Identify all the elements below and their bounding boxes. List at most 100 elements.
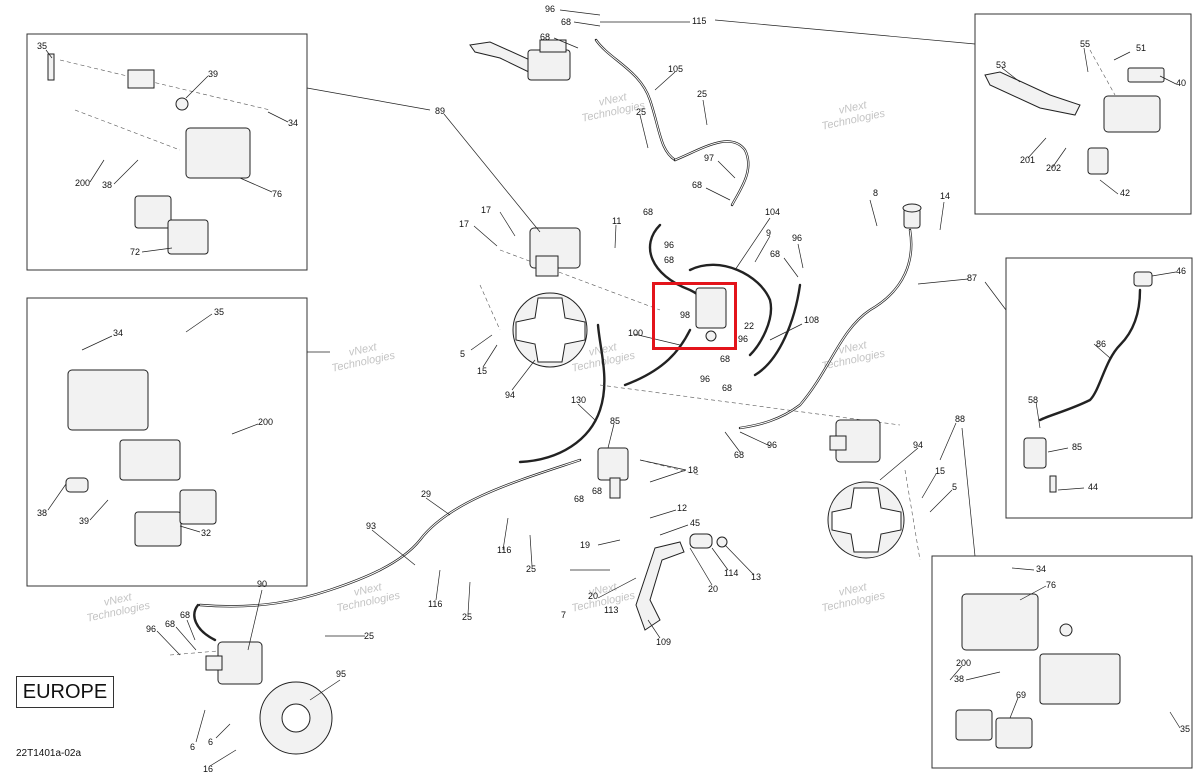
callout-c96b: 96: [664, 240, 674, 250]
callout-i4_86: 86: [1096, 339, 1106, 349]
watermark-text: vNext: [348, 341, 379, 359]
callout-c105: 105: [668, 64, 683, 74]
callout-i1_38: 38: [102, 180, 112, 190]
watermark-text: vNext: [588, 581, 619, 599]
callout-c116a: 116: [497, 545, 511, 555]
callout-c25d: 25: [462, 612, 472, 622]
drawing-code: 22T1401a-02a: [16, 748, 82, 759]
callout-c13: 13: [751, 572, 761, 582]
callout-c14: 14: [940, 191, 950, 201]
callout-c90: 90: [257, 579, 267, 589]
callout-c68f: 68: [770, 249, 780, 259]
region-label: EUROPE: [16, 676, 114, 708]
callout-i3_42: 42: [1120, 188, 1130, 198]
brake-pedal: [570, 533, 728, 631]
callout-i4_85: 85: [1072, 442, 1082, 452]
callout-c98: 98: [680, 310, 690, 320]
callout-c25b: 25: [697, 89, 707, 99]
callout-c96d: 96: [738, 334, 748, 344]
callout-c94a: 94: [505, 390, 515, 400]
callout-c6a: 6: [190, 742, 195, 752]
inset-3-parts: [984, 67, 1165, 175]
watermark-text: vNext: [838, 581, 869, 599]
callout-i3_51: 51: [1136, 43, 1146, 53]
callout-c15b: 15: [935, 466, 945, 476]
callout-c85a: 85: [610, 416, 620, 426]
inset-5-parts: [955, 593, 1121, 749]
rear-master-cylinder: [597, 447, 629, 499]
callout-i3_53: 53: [996, 60, 1006, 70]
front-right-caliper: [829, 419, 881, 463]
reservoir-cap: [902, 203, 922, 229]
callout-c68a: 68: [561, 17, 571, 27]
callout-c22: 22: [744, 321, 754, 331]
watermark-text: vNext: [838, 339, 869, 357]
callout-c6b: 6: [208, 737, 213, 747]
callout-i4_44: 44: [1088, 482, 1098, 492]
leader-lines: [45, 9, 1181, 767]
inset-front-caliper-detail: [26, 33, 308, 271]
callout-c20b: 20: [588, 591, 598, 601]
callout-i2_35: 35: [214, 307, 224, 317]
callout-c68j: 68: [574, 494, 584, 504]
callout-c88: 88: [955, 414, 965, 424]
callout-i5_35: 35: [1180, 724, 1190, 734]
callout-c93: 93: [366, 521, 376, 531]
callout-c11: 11: [612, 216, 621, 226]
watermark-text: vNext: [353, 581, 384, 599]
callout-c17a: 17: [481, 205, 491, 215]
watermark-text: vNext: [598, 91, 629, 109]
callout-c94b: 94: [913, 440, 923, 450]
callout-i1_76: 76: [272, 189, 282, 199]
inset-connectors: [306, 19, 1007, 557]
callout-c45: 45: [690, 518, 700, 528]
inset-1-parts: [47, 53, 251, 255]
callout-i2_39: 39: [79, 516, 89, 526]
callout-i2_32: 32: [201, 528, 211, 538]
callout-c68b: 68: [540, 32, 550, 42]
callout-c19: 19: [580, 540, 590, 550]
rear-disc: [259, 681, 333, 755]
highlight-box: [652, 282, 737, 350]
callout-i5_38: 38: [954, 674, 964, 684]
callout-i3_55: 55: [1080, 39, 1090, 49]
inset-master-cylinder-detail: [974, 13, 1192, 215]
callout-i4_46: 46: [1176, 266, 1186, 276]
callout-i1_34: 34: [288, 118, 298, 128]
callout-c18: 18: [688, 465, 698, 475]
callout-c8: 8: [873, 188, 878, 198]
callout-i5_34: 34: [1036, 564, 1046, 574]
front-left-caliper: [529, 227, 581, 277]
inset-reservoir-detail: [1005, 257, 1193, 519]
front-handlebar-lever: [469, 39, 571, 81]
callout-c89: 89: [435, 106, 445, 116]
callout-c96e: 96: [700, 374, 710, 384]
callout-i1_35: 35: [37, 41, 47, 51]
inset-2-parts: [65, 369, 217, 547]
callout-c104: 104: [765, 207, 780, 217]
callout-c68i: 68: [734, 450, 744, 460]
inset-4-parts: [1023, 271, 1153, 493]
callout-c96c: 96: [792, 233, 802, 243]
callout-i3_202: 202: [1046, 163, 1061, 173]
callout-c25c: 25: [526, 564, 536, 574]
callout-c97: 97: [704, 153, 714, 163]
callout-c100: 100: [628, 328, 643, 338]
callout-i1_72: 72: [130, 247, 140, 257]
callout-c87: 87: [967, 273, 977, 283]
callout-i2_200: 200: [258, 417, 273, 427]
callout-c116b: 116: [428, 599, 442, 609]
callout-i3_40: 40: [1176, 78, 1186, 88]
callout-c109: 109: [656, 637, 671, 647]
callout-c7: 7: [561, 610, 566, 620]
callout-c68m: 68: [165, 619, 175, 629]
callout-i5_76: 76: [1046, 580, 1056, 590]
callout-c95: 95: [336, 669, 346, 679]
callout-c113: 113: [604, 605, 618, 615]
callout-i2_34: 34: [113, 328, 123, 338]
callout-i3_201: 201: [1020, 155, 1035, 165]
callout-c5a: 5: [460, 349, 465, 359]
callout-c96f: 96: [767, 440, 777, 450]
